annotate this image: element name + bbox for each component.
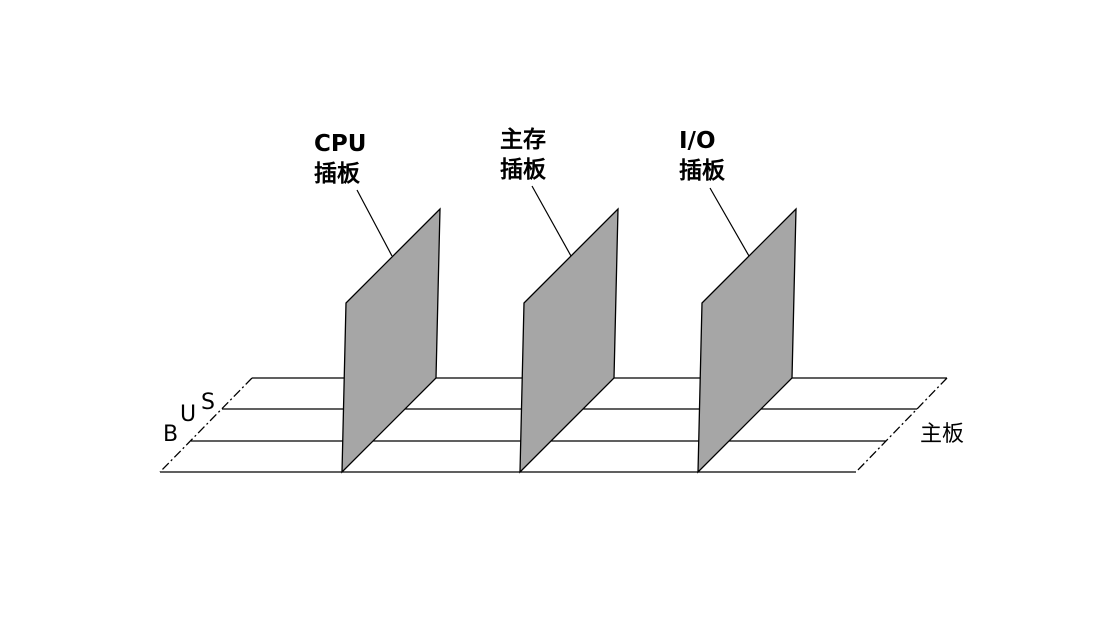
io-leader-line [709, 187, 750, 257]
memory-board-label-line2: 插板 [500, 157, 547, 183]
motherboard-label: 主板 [920, 422, 964, 447]
bus-letter-u: U [180, 402, 196, 427]
cpu-leader-line [356, 189, 393, 257]
io-board-label-line1: I/O [679, 128, 716, 154]
motherboard-left-edge [159, 377, 253, 473]
cpu-board-label-line2: 插板 [314, 161, 361, 187]
motherboard-right-edge [855, 377, 948, 473]
bus-letter-s: S [201, 390, 215, 415]
io-board-label-line2: 插板 [679, 158, 726, 184]
io-board [697, 207, 797, 474]
cpu-board [341, 207, 441, 474]
cpu-board-label-line1: CPU [314, 131, 366, 157]
bus-letter-b: B [163, 422, 178, 447]
memory-board [519, 207, 619, 474]
memory-board-label-line1: 主存 [500, 126, 546, 153]
memory-leader-line [531, 185, 572, 257]
